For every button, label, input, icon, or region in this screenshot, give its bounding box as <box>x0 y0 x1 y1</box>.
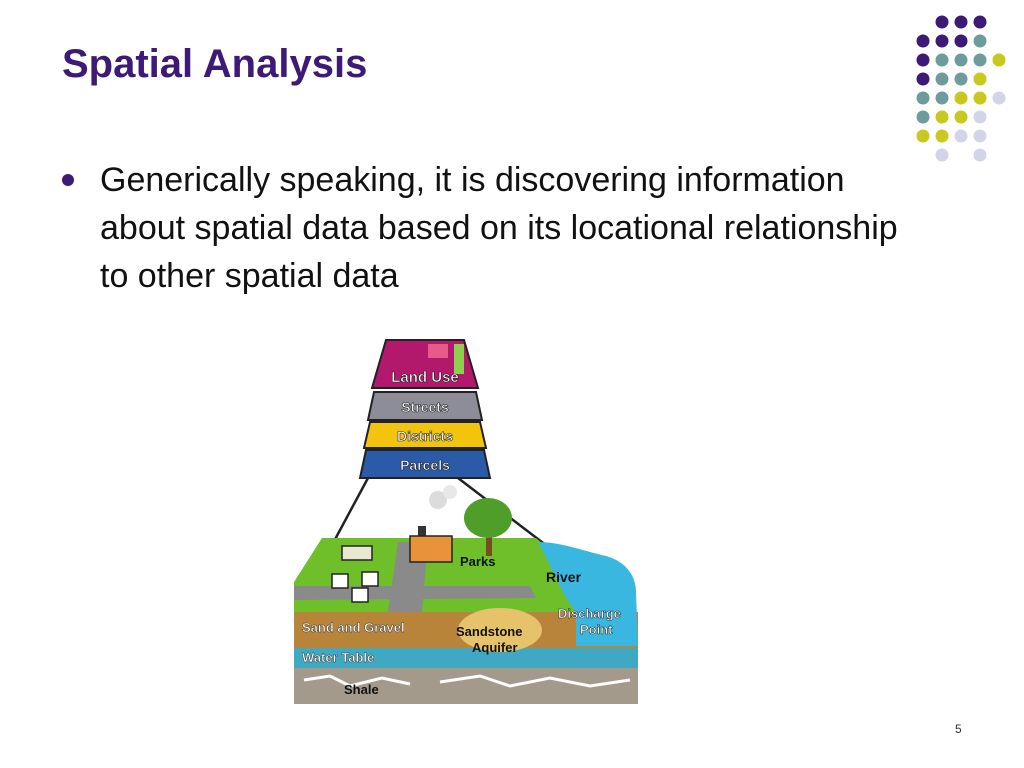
decorative-dot <box>954 91 968 105</box>
ground-label-discharge: Discharge <box>558 606 621 621</box>
decorative-dot <box>973 53 987 67</box>
decorative-dot <box>916 34 930 48</box>
decorative-dot <box>916 72 930 86</box>
decorative-dot <box>992 91 1006 105</box>
layer-label-parcels: Parcels <box>400 457 450 473</box>
decorative-dot <box>973 72 987 86</box>
decorative-dot <box>973 91 987 105</box>
ground-label-water-table: Water Table <box>302 650 374 665</box>
decorative-dot <box>916 110 930 124</box>
decorative-dot <box>935 53 949 67</box>
decorative-dot <box>954 72 968 86</box>
bullet-item: Generically speaking, it is discovering … <box>62 156 922 300</box>
ground-label-shale: Shale <box>344 682 379 697</box>
bullet-icon <box>62 174 74 186</box>
bullet-text: Generically speaking, it is discovering … <box>100 161 898 295</box>
decorative-dot <box>954 34 968 48</box>
decorative-dot <box>916 53 930 67</box>
ground-label-aquifer: Aquifer <box>472 640 518 655</box>
spatial-layers-diagram: Land Use Streets Districts Parcels Parks… <box>294 339 638 704</box>
decorative-dot <box>954 53 968 67</box>
decorative-dot <box>935 15 949 29</box>
layer-label-districts: Districts <box>397 428 453 444</box>
layer-stack <box>358 339 492 479</box>
ground-label-sand-and-gravel: Sand and Gravel <box>302 620 405 635</box>
decorative-dot <box>973 129 987 143</box>
decorative-dot <box>954 129 968 143</box>
decorative-dot <box>973 15 987 29</box>
decorative-dot <box>973 34 987 48</box>
layer-label-streets: Streets <box>401 399 449 415</box>
ground-label-point: Point <box>580 622 613 637</box>
decorative-dot <box>954 110 968 124</box>
ground-label-parks: Parks <box>460 554 495 569</box>
decorative-dot <box>935 72 949 86</box>
decorative-dot <box>973 148 987 162</box>
slide-title: Spatial Analysis <box>62 42 368 86</box>
ground-label-river: River <box>546 569 582 585</box>
decorative-dot-grid <box>916 15 1006 162</box>
decorative-dot <box>992 53 1006 67</box>
decorative-dot <box>935 110 949 124</box>
decorative-dot <box>935 148 949 162</box>
layer-label-land-use: Land Use <box>391 369 459 386</box>
decorative-dot <box>916 129 930 143</box>
decorative-dot <box>935 129 949 143</box>
decorative-dot <box>935 91 949 105</box>
decorative-dot <box>935 34 949 48</box>
ground-block <box>294 485 638 704</box>
decorative-dot <box>916 91 930 105</box>
ground-label-sandstone: Sandstone <box>456 624 522 639</box>
page-number: 5 <box>955 722 962 736</box>
decorative-dot <box>954 15 968 29</box>
decorative-dot <box>973 110 987 124</box>
